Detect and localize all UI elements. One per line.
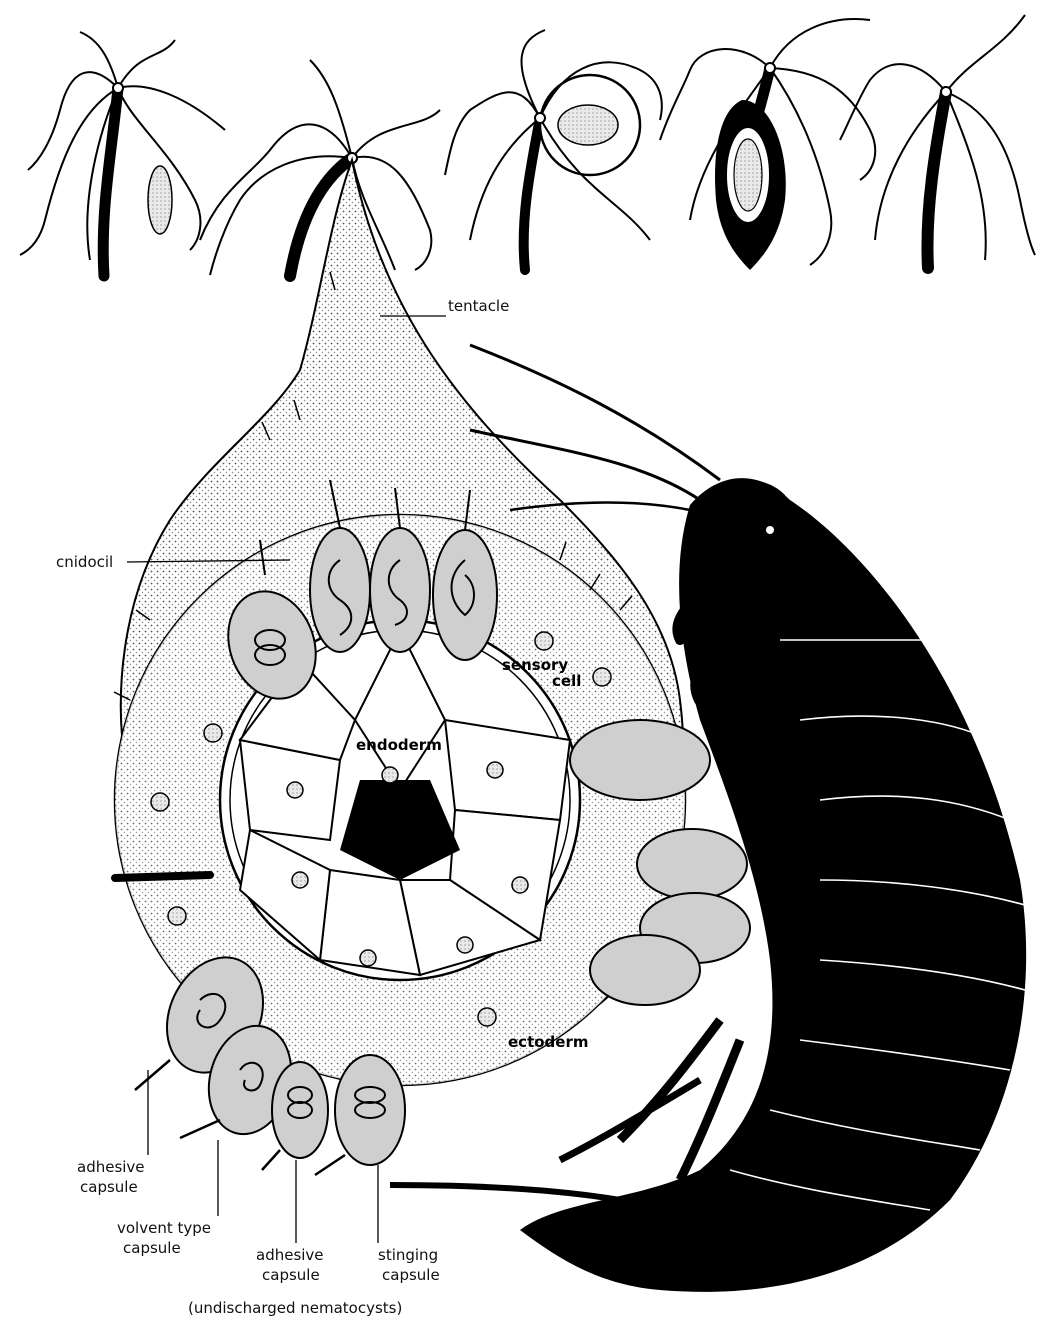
label-endoderm: endoderm — [356, 736, 442, 754]
hydra-stage-2 — [200, 60, 440, 276]
label-stinging-line2: capsule — [382, 1266, 440, 1284]
caption: (undischarged nematocysts) — [188, 1299, 402, 1317]
hydra-stage-1 — [20, 32, 225, 276]
label-stinging-line1: stinging — [378, 1246, 438, 1264]
label-cnidocil: cnidocil — [56, 553, 113, 571]
label-adhesive-mid-line1: adhesive — [256, 1246, 324, 1264]
label-adhesive-left-line2: capsule — [80, 1178, 138, 1196]
hydra-stage-5 — [840, 15, 1035, 268]
hydra-stage-3 — [445, 30, 662, 270]
hydra-stage-4 — [660, 19, 875, 270]
label-sensory-line2: cell — [552, 672, 581, 690]
label-adhesive-left-line1: adhesive — [77, 1158, 145, 1176]
label-ectoderm: ectoderm — [508, 1033, 588, 1051]
tentacle-cross-section — [114, 160, 750, 1175]
label-tentacle: tentacle — [448, 297, 509, 315]
label-volvent-line1: volvent type — [117, 1219, 211, 1237]
label-adhesive-mid-line2: capsule — [262, 1266, 320, 1284]
hydra-sequence-row — [20, 15, 1035, 276]
label-volvent-line2: capsule — [123, 1239, 181, 1257]
